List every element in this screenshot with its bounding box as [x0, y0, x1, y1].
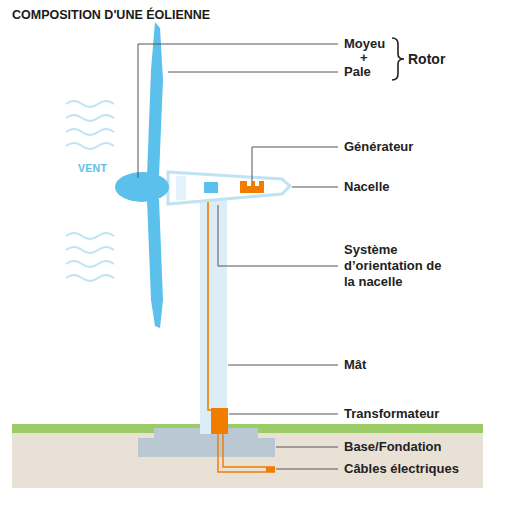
cable — [223, 434, 275, 467]
hub — [115, 172, 169, 202]
part-label: Base/Fondation — [344, 439, 442, 455]
mast — [200, 192, 227, 434]
leader-lines — [138, 44, 338, 469]
part-label: + — [360, 50, 368, 66]
part-label: Générateur — [344, 139, 413, 155]
diagram-title: COMPOSITION D'UNE ÉOLIENNE — [12, 7, 210, 23]
blade — [147, 22, 163, 176]
part-label: Moyeu — [344, 36, 385, 52]
gearbox — [204, 182, 218, 193]
nacelle-detail — [176, 176, 186, 200]
part-label: Câbles électriques — [344, 461, 459, 477]
blade — [147, 199, 163, 328]
nacelle — [168, 172, 290, 204]
cable — [218, 434, 275, 472]
part-label: Mât — [344, 357, 366, 373]
part-label: Nacelle — [344, 179, 390, 195]
part-label: Pale — [344, 64, 371, 80]
part-label: Système d’orientation de la nacelle — [344, 242, 454, 290]
soil — [12, 432, 483, 488]
rotor-brace — [392, 38, 404, 80]
generator — [240, 181, 264, 193]
cable-end — [266, 467, 275, 472]
part-label: VENT — [78, 160, 107, 176]
part-label: Rotor — [408, 51, 445, 67]
transformer — [211, 408, 228, 434]
part-label: Transformateur — [344, 406, 439, 422]
wind-waves — [66, 101, 114, 281]
internal-wire — [208, 188, 218, 410]
foundation — [138, 438, 275, 457]
